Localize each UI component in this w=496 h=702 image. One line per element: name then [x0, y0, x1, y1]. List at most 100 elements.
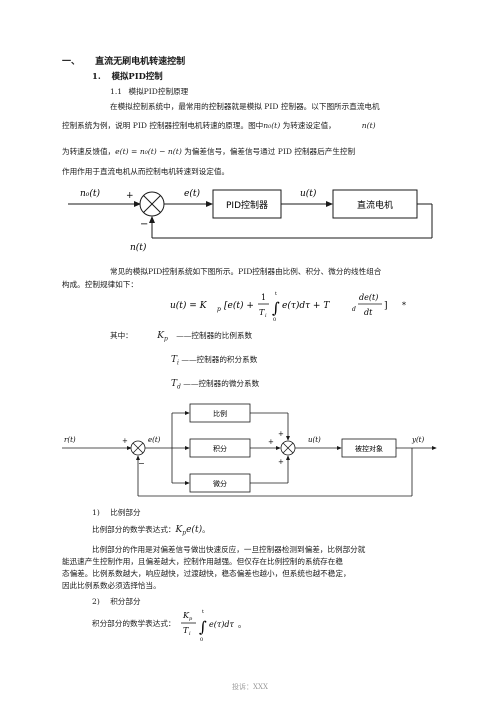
- d1-pid-block: [212, 189, 282, 219]
- symbol-n0: n₀(t): [263, 121, 281, 130]
- d1-input-label: n₀(t): [80, 188, 101, 199]
- d2-plus-mid: +: [268, 438, 274, 446]
- d1-plus-sign: +: [126, 191, 134, 201]
- section-p-number: 1): [92, 508, 100, 517]
- section-i-int-lower: 0: [200, 637, 203, 643]
- d1-minus-sign: −: [140, 219, 148, 230]
- formula-bracket: [e(t) +: [224, 300, 254, 311]
- ti-symbol-sub: i: [177, 359, 179, 367]
- kp-desc: ——控制器的比例系数: [176, 331, 253, 340]
- d2-plus-left: +: [122, 437, 128, 445]
- td-symbol: T: [171, 379, 178, 389]
- section-i-num: K: [182, 611, 190, 620]
- d2-derivative-label: 微分: [213, 479, 227, 488]
- d1-motor-block: [332, 189, 418, 219]
- section-p-expr-k: K: [175, 525, 183, 535]
- para1-line1: 在模拟控制系统中，最常用的控制器就是模拟 PID 控制器。以下图所示直流电机: [110, 102, 380, 111]
- heading-2-number: 1.: [92, 71, 101, 81]
- formula-frac-num: 1: [261, 293, 266, 302]
- section-p-expr-label: 比例部分的数学表达式：: [92, 525, 176, 534]
- formula-kp-sub: p: [217, 306, 221, 313]
- formula-integrand: e(τ)dτ + T: [282, 300, 330, 311]
- section-p-body-line1: 比例部分的作用是对偏差信号做出快速反应，一旦控制器检测到偏差，比例部分就: [92, 545, 366, 554]
- d2-proportional-label: 比例: [213, 409, 227, 418]
- heading-1-title: 直流无刷电机转速控制: [95, 57, 186, 67]
- section-p-title: 1) 比例部分: [92, 507, 141, 518]
- symbol-n: n(t): [361, 121, 376, 130]
- para2-line2: 构成。控制规律如下：: [62, 280, 138, 289]
- formula-frac-den-sub: i: [265, 313, 267, 319]
- d2-plant-label: 被控对象: [355, 444, 383, 453]
- d2-error-label: e(t): [148, 436, 161, 444]
- para1-line3c: 为偏差信号，偏差信号通过 PID 控制器后产生控制: [181, 147, 356, 156]
- heading-2-title: 模拟PID控制: [111, 71, 163, 81]
- d1-output-label: u(t): [300, 188, 317, 199]
- section-i-den-sub: i: [189, 631, 191, 637]
- para1-line3a: 为转速反馈值，: [62, 147, 116, 156]
- heading-3-title: 模拟PID控制原理: [128, 87, 189, 96]
- formula-int-upper: t: [275, 291, 277, 297]
- params-kp-row: 其中： Kp ——控制器的比例系数: [110, 330, 252, 343]
- heading-1: 一、 直流无刷电机转速控制: [62, 54, 185, 67]
- params-intro: 其中：: [110, 331, 133, 340]
- para2-line1: 常见的模拟PID控制系统如下图所示。PID控制器由比例、积分、微分的线性组合: [110, 267, 382, 276]
- section-p-period: 。: [202, 525, 210, 534]
- integral-sign: ∫: [272, 299, 280, 317]
- section-i-integrand: e(τ)dτ: [209, 620, 235, 629]
- formula-deriv-num: de(t): [359, 293, 378, 302]
- section-p-expr: 比例部分的数学表达式：Kpe(t)。: [92, 524, 210, 537]
- td-desc: ——控制器的微分系数: [183, 379, 260, 388]
- d2-minus-left: −: [138, 459, 145, 468]
- formula-frac-den: T: [259, 308, 265, 317]
- heading-2: 1. 模拟PID控制: [92, 70, 163, 82]
- d2-integral-label: 积分: [213, 444, 227, 453]
- d2-plus-top: +: [278, 430, 284, 438]
- section-i-expr-label: 积分部分的数学表达式：: [92, 619, 176, 628]
- heading-3-number: 1.1: [110, 87, 123, 96]
- section-i-number: 2): [92, 597, 100, 606]
- section-p-body: 比例部分的作用是对偏差信号做出快速反应，一旦控制器检测到偏差，比例部分就 能迅速…: [62, 544, 442, 592]
- d1-error-label: e(t): [184, 188, 200, 199]
- section-i-formula: K p T i t ∫ 0 e(τ)dτ 。: [181, 609, 246, 643]
- para1-line3: 为转速反馈值，e(t) = n₀(t) − n(t) 为偏差信号，偏差信号通过 …: [62, 146, 355, 157]
- d2-plus-bottom: +: [278, 458, 284, 466]
- d2-control-label: u(t): [308, 436, 321, 444]
- formula-lhs: u(t) = K: [170, 300, 208, 311]
- formula-deriv-den: dt: [364, 308, 373, 317]
- formula-td-sub: d: [352, 306, 356, 313]
- para1-line2: 控制系统为例，说明 PID 控制器控制电机转速的原理。图中n₀(t) 为转速设定…: [62, 120, 376, 131]
- kp-symbol: K: [157, 331, 164, 341]
- section-i-title: 2) 积分部分: [92, 596, 141, 607]
- formula-close: ]: [384, 301, 388, 311]
- dc-motor-loop-diagram: n₀(t) + − e(t) PID控制器 u(t) 直流电机 n(t): [68, 188, 433, 253]
- pid-formula: u(t) = K p [e(t) + 1 T i t ∫ 0 e(τ)dτ + …: [170, 291, 406, 323]
- heading-1-number: 一、: [62, 57, 81, 67]
- heading-3: 1.1 模拟PID控制原理: [110, 86, 188, 97]
- section-i-den: T: [183, 626, 189, 635]
- section-i-int-upper: t: [202, 609, 204, 615]
- formula-int-lower: 0: [273, 317, 276, 323]
- td-symbol-sub: d: [177, 383, 181, 391]
- ti-desc: ——控制器的积分系数: [181, 355, 258, 364]
- params-td-row: Td ——控制器的微分系数: [171, 378, 259, 391]
- section-i-heading: 积分部分: [110, 597, 141, 606]
- formula-star: *: [402, 301, 406, 310]
- section-p-heading: 比例部分: [110, 508, 141, 517]
- para1-line2a: 控制系统为例，说明 PID 控制器控制电机转速的原理。图中: [62, 121, 264, 130]
- ti-symbol: T: [171, 355, 178, 365]
- d2-input-label: r(t): [64, 436, 76, 444]
- d1-pid-label: PID控制器: [226, 199, 268, 211]
- section-p-expr-tail: e(t): [186, 525, 203, 535]
- params-ti-row: Ti ——控制器的积分系数: [171, 354, 257, 367]
- pid-structure-diagram: r(t) + − e(t) 比例 积分 微分 + + + u(t) 被控对象 y…: [62, 403, 437, 497]
- error-equation: e(t) = n₀(t) − n(t): [115, 147, 182, 156]
- section-p-expr-sub: p: [182, 529, 187, 537]
- d1-motor-label: 直流电机: [357, 199, 393, 211]
- d1-feedback-label: n(t): [130, 242, 147, 253]
- section-i-num-sub: p: [189, 616, 193, 622]
- section-i-period: 。: [238, 620, 246, 629]
- kp-symbol-sub: p: [163, 335, 168, 343]
- section-i-integral-sign: ∫: [199, 618, 207, 636]
- page-footer: 投诉：XXX: [232, 683, 268, 691]
- para1-line4: 作用作用于直流电机从而控制电机转速到设定值。: [62, 167, 230, 176]
